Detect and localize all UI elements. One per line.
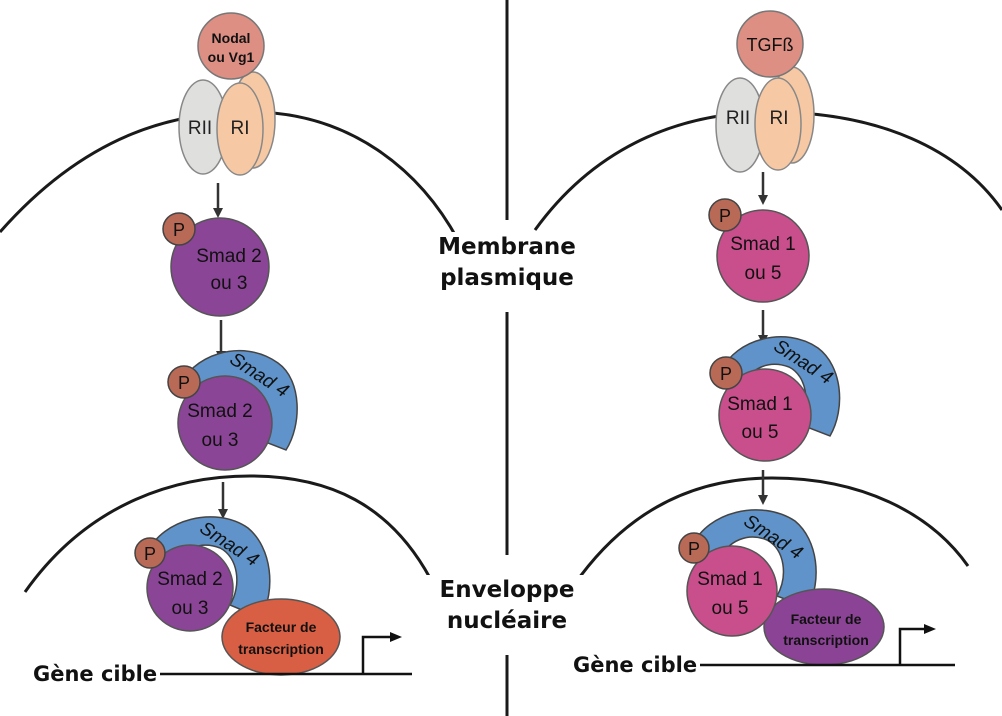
right-phosphate-1-label: P: [719, 206, 731, 226]
right-complex-2-smad-15: [686, 545, 778, 637]
left-complex-2-smad-23: [146, 544, 234, 632]
left-phosphate-1-label: P: [173, 220, 185, 240]
left-transcription-factor: [221, 598, 341, 676]
left-ligand: [197, 12, 265, 80]
envelope-label: Enveloppe nucléaire: [412, 575, 602, 637]
right-phosphate-1: [708, 198, 742, 232]
right-tf-label-line1: Facteur de: [791, 611, 862, 627]
right-receptor-ii-label: RII: [726, 108, 750, 129]
left-smad-23: [170, 217, 270, 317]
right-phosphate-3-label: P: [688, 539, 700, 559]
left-phosphate-1: [162, 212, 196, 246]
right-nuclear-envelope: [572, 476, 970, 586]
right-transcription-factor: [763, 588, 885, 666]
left-ligand-label-line1: Nodal: [212, 30, 251, 46]
right-gene-label: Gène cible: [573, 653, 698, 677]
left-complex-1-smad-label-line2: ou 3: [202, 430, 239, 451]
left-smad-23-label-line2: ou 3: [211, 273, 248, 294]
right-smad-15-label-line1: Smad 1: [730, 234, 795, 255]
left-phosphate-2-label: P: [178, 373, 190, 393]
right-pathway: RII RI TGFß P Smad 1 ou 5 P Smad 4 Smad …: [533, 10, 1002, 667]
left-transcription-start-arrow: [361, 632, 402, 674]
left-phosphate-2: [167, 365, 201, 399]
envelope-label-line2: nucléaire: [446, 608, 568, 634]
right-transcription-start-arrow: [898, 624, 936, 665]
left-phosphate-3-label: P: [144, 544, 156, 564]
left-nuclear-envelope: [23, 474, 432, 593]
right-complex-2-smad-label-line1: Smad 1: [697, 569, 762, 590]
right-tf-label-line2: transcription: [783, 632, 869, 648]
left-receptor-i-label: RI: [231, 118, 250, 139]
left-phosphate-3: [134, 537, 166, 569]
membrane-label: Membrane plasmique: [412, 232, 602, 294]
left-tf-label-line1: Facteur de: [246, 619, 317, 635]
left-ligand-label-line2: ou Vg1: [208, 49, 255, 65]
right-ligand: [736, 10, 804, 78]
membrane-label-line1: Membrane: [438, 234, 576, 260]
right-smad-15: [716, 209, 810, 303]
left-complex-2-smad-label-line2: ou 3: [172, 598, 209, 619]
left-smad-23-label-line1: Smad 2: [196, 246, 261, 267]
left-complex-2-smad-label-line1: Smad 2: [157, 569, 222, 590]
left-gene-label: Gène cible: [33, 662, 158, 686]
right-complex-1-smad-label-line2: ou 5: [742, 422, 779, 443]
envelope-label-line1: Enveloppe: [439, 577, 575, 603]
right-phosphate-3: [678, 532, 710, 564]
right-receptor-i-label: RI: [770, 108, 789, 129]
right-ligand-label: TGFß: [747, 35, 794, 55]
left-receptor-i: [216, 82, 264, 176]
right-phosphate-2-label: P: [720, 364, 732, 384]
right-smad-15-label-line2: ou 5: [745, 263, 782, 284]
left-pathway: RII RI Nodal ou Vg1 P Smad 2 ou 3 P Smad…: [0, 12, 460, 676]
right-complex-1-smad-label-line1: Smad 1: [727, 394, 792, 415]
right-phosphate-2: [709, 356, 743, 390]
membrane-label-line2: plasmique: [440, 265, 574, 291]
right-receptor-i: [754, 77, 802, 171]
left-tf-label-line2: transcription: [238, 641, 324, 657]
right-complex-1-smad-15: [718, 368, 812, 462]
right-complex-2-smad-label-line2: ou 5: [712, 598, 749, 619]
left-complex-1-smad-label-line1: Smad 2: [187, 401, 252, 422]
left-receptor-ii-label: RII: [188, 118, 212, 139]
left-complex-1-smad-23: [177, 375, 273, 471]
